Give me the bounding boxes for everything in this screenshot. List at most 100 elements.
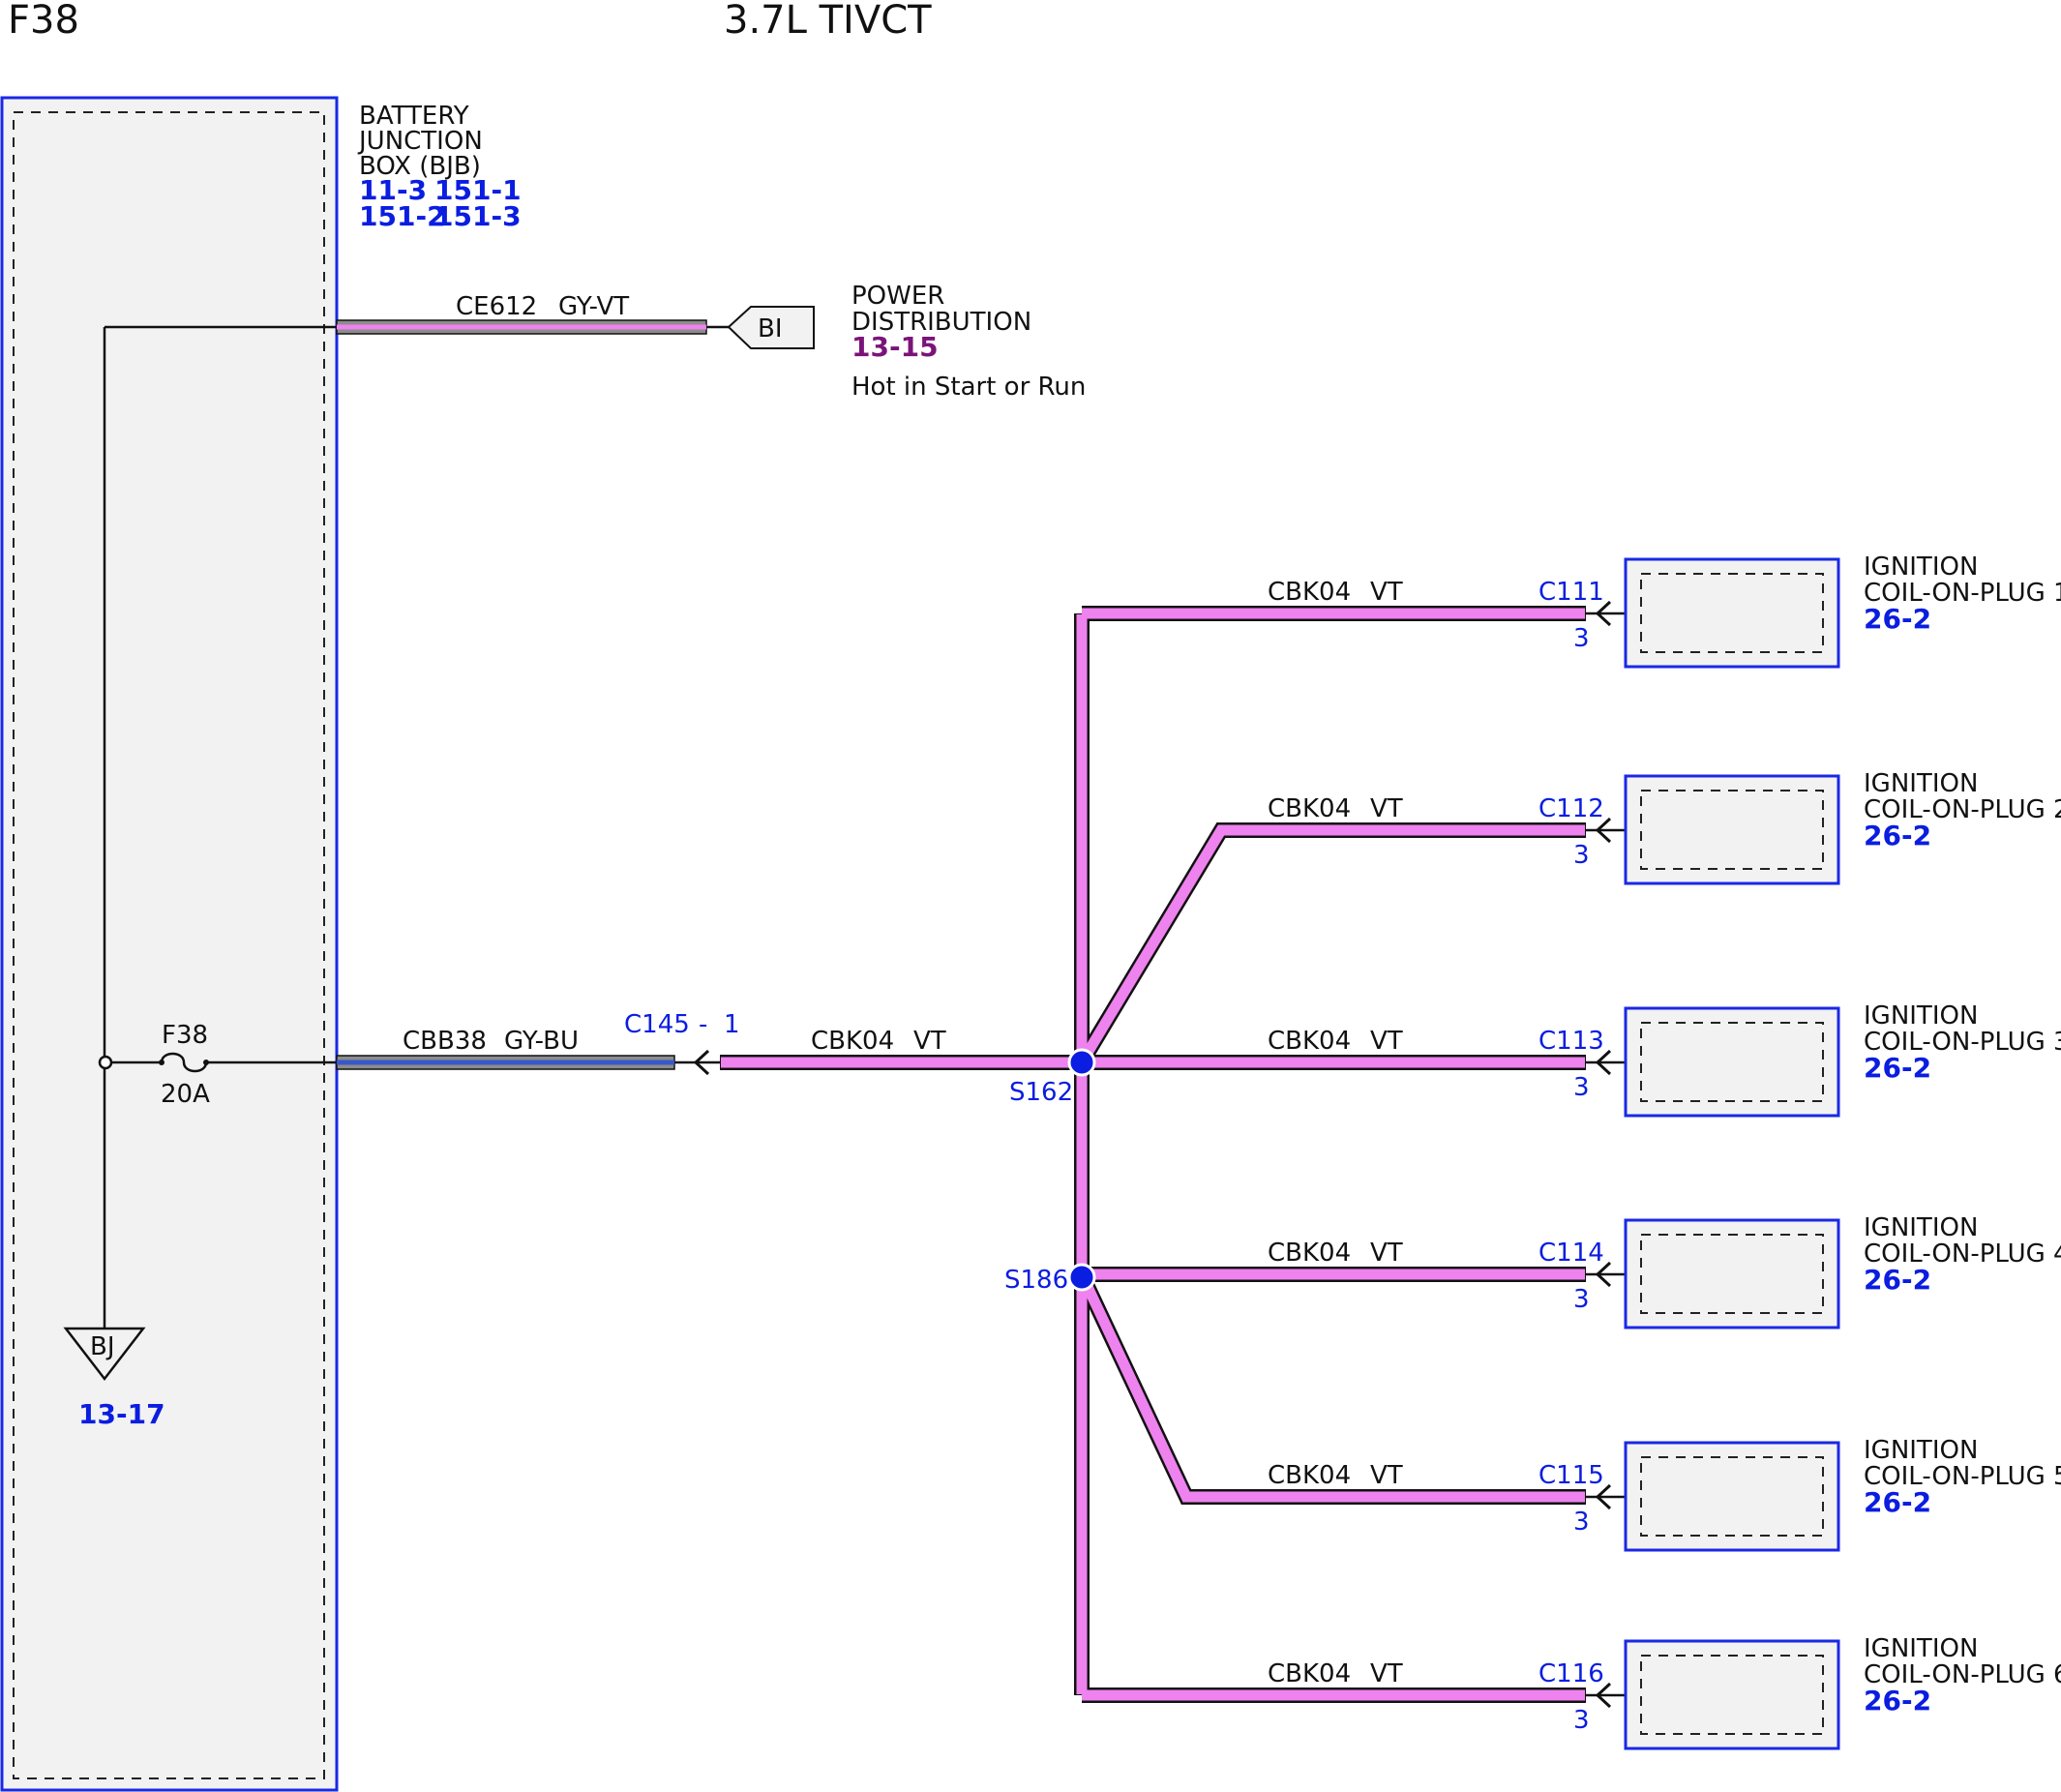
bj-reference-page[interactable]: 13-17: [78, 1398, 165, 1430]
page-code: F38: [8, 0, 79, 43]
coil-3-connector-symbol[interactable]: [1586, 1049, 1626, 1076]
coil-1-name-line-1: IGNITION: [1864, 553, 1978, 582]
bjb-ref-151-3[interactable]: 151-3: [434, 200, 522, 232]
coil-3-pin: 3: [1573, 1073, 1590, 1102]
coil-5-name-line-1: IGNITION: [1864, 1436, 1978, 1465]
bjb-ref-151-1[interactable]: 151-1: [434, 174, 522, 206]
violet-harness-fill: [721, 608, 1585, 1701]
coil-1-connector[interactable]: C111: [1538, 578, 1604, 607]
coil-6-wire-color: VT: [1370, 1659, 1403, 1688]
coil-2-name-line-1: IGNITION: [1864, 769, 1978, 798]
coil-branch-2: CBK04 VT C112 3 IGNITION COIL-ON-PLUG 2 …: [1268, 769, 2061, 885]
coil-4-name-line-2: COIL-ON-PLUG 4: [1864, 1239, 2061, 1269]
coil-4-ref[interactable]: 26-2: [1864, 1264, 1931, 1296]
wire-cbb38-circuit: CBB38: [403, 1027, 487, 1056]
bjb-ref-11-3[interactable]: 11-3: [359, 174, 427, 206]
coil-branch-1: CBK04 VT C111 3 IGNITION COIL-ON-PLUG 1 …: [1268, 553, 2061, 669]
coil-3-name-line-1: IGNITION: [1864, 1001, 1978, 1030]
coil-4-pin: 3: [1573, 1285, 1590, 1314]
wire-cbb38[interactable]: [336, 1055, 675, 1070]
coil-2-wire-circuit: CBK04: [1268, 794, 1351, 823]
coil-branch-6: CBK04 VT C116 3 IGNITION COIL-ON-PLUG 6 …: [1268, 1634, 2061, 1750]
bjb-internal-bus: [98, 325, 337, 1329]
splice-s162-label: S162: [1009, 1078, 1073, 1107]
coil-5-name-line-2: COIL-ON-PLUG 5: [1864, 1462, 2061, 1491]
coil-1-wire-color: VT: [1370, 578, 1403, 607]
coil-3-wire-circuit: CBK04: [1268, 1027, 1351, 1056]
coil-1-component[interactable]: [1624, 557, 1840, 669]
coil-4-name-line-1: IGNITION: [1864, 1213, 1978, 1242]
coil-6-connector[interactable]: C116: [1538, 1659, 1604, 1688]
coil-1-pin: 3: [1573, 624, 1590, 653]
coil-1-ref[interactable]: 26-2: [1864, 603, 1931, 635]
coil-6-connector-symbol[interactable]: [1586, 1682, 1626, 1709]
coil-5-connector[interactable]: C115: [1538, 1461, 1604, 1490]
splice-s162[interactable]: [1067, 1048, 1096, 1077]
bjb-ref-151-2[interactable]: 151-2: [359, 200, 446, 232]
coil-3-name-line-2: COIL-ON-PLUG 3: [1864, 1028, 2061, 1057]
wire-ce612-circuit: CE612: [456, 292, 537, 321]
bjb-name-line-3: BOX (BJB): [359, 152, 481, 181]
bjb-name-line-2: JUNCTION: [357, 127, 483, 156]
coil-3-ref[interactable]: 26-2: [1864, 1052, 1931, 1084]
coil-4-wire-circuit: CBK04: [1268, 1239, 1351, 1268]
connector-bi-label: BI: [758, 314, 783, 343]
power-dist-line-1: POWER: [851, 282, 944, 311]
wire-ce612-color: GY-VT: [558, 292, 629, 321]
engine-title: 3.7L TIVCT: [724, 0, 932, 43]
coil-5-wire-color: VT: [1370, 1461, 1403, 1490]
connector-c145-symbol[interactable]: [674, 1049, 720, 1076]
bjb-name-line-1: BATTERY: [359, 102, 469, 131]
coil-branch-5: CBK04 VT C115 3 IGNITION COIL-ON-PLUG 5 …: [1268, 1436, 2061, 1552]
coil-5-component[interactable]: [1624, 1441, 1840, 1552]
coil-5-ref[interactable]: 26-2: [1864, 1486, 1931, 1518]
coil-2-connector-symbol[interactable]: [1586, 817, 1626, 844]
splice-s186-label: S186: [1004, 1266, 1068, 1295]
coil-6-pin: 3: [1573, 1706, 1590, 1735]
wire-cbb38-color: GY-BU: [504, 1027, 579, 1056]
coil-2-wire-color: VT: [1370, 794, 1403, 823]
wire-ce612[interactable]: [336, 319, 729, 335]
coil-6-name-line-1: IGNITION: [1864, 1634, 1978, 1663]
connector-c145-pin: 1: [724, 1010, 740, 1039]
violet-harness[interactable]: [720, 606, 1586, 1703]
fuse-rating: 20A: [161, 1080, 210, 1109]
coil-4-connector-symbol[interactable]: [1586, 1261, 1626, 1288]
connector-bi[interactable]: [727, 306, 815, 349]
coil-branch-4: CBK04 VT C114 3 IGNITION COIL-ON-PLUG 4 …: [1268, 1213, 2061, 1329]
coil-3-connector[interactable]: C113: [1538, 1027, 1604, 1056]
coil-3-component[interactable]: [1624, 1006, 1840, 1118]
coil-2-ref[interactable]: 26-2: [1864, 820, 1931, 851]
coil-1-connector-symbol[interactable]: [1586, 600, 1626, 627]
coil-4-component[interactable]: [1624, 1218, 1840, 1329]
coil-2-name-line-2: COIL-ON-PLUG 2: [1864, 795, 2061, 824]
coil-6-name-line-2: COIL-ON-PLUG 6: [1864, 1660, 2061, 1689]
coil-6-ref[interactable]: 26-2: [1864, 1685, 1931, 1717]
coil-1-wire-circuit: CBK04: [1268, 578, 1351, 607]
coil-4-connector[interactable]: C114: [1538, 1239, 1604, 1268]
coil-2-connector[interactable]: C112: [1538, 794, 1604, 823]
coil-6-component[interactable]: [1624, 1639, 1840, 1750]
coil-5-pin: 3: [1573, 1508, 1590, 1537]
coil-branch-3: CBK04 VT C113 3 IGNITION COIL-ON-PLUG 3 …: [1268, 1001, 2061, 1118]
power-dist-ref[interactable]: 13-15: [851, 331, 939, 363]
fuse-f38-symbol[interactable]: [159, 1052, 209, 1073]
wire-cbk04-main-circuit: CBK04: [811, 1027, 894, 1056]
battery-junction-box[interactable]: [0, 96, 339, 1792]
coil-5-wire-circuit: CBK04: [1268, 1461, 1351, 1490]
bj-reference-symbol[interactable]: [63, 1327, 146, 1382]
coil-2-component[interactable]: [1624, 774, 1840, 885]
fuse-name: F38: [162, 1021, 208, 1050]
coil-4-wire-color: VT: [1370, 1239, 1403, 1268]
bj-reference-label: BJ: [90, 1332, 115, 1361]
wire-cbk04-main-color: VT: [913, 1027, 946, 1056]
splice-s186[interactable]: [1067, 1263, 1096, 1292]
coil-5-connector-symbol[interactable]: [1586, 1483, 1626, 1510]
power-dist-line-2: DISTRIBUTION: [851, 308, 1031, 337]
coil-3-wire-color: VT: [1370, 1027, 1403, 1056]
coil-1-name-line-2: COIL-ON-PLUG 1: [1864, 579, 2061, 608]
connector-c145-id: C145: [624, 1010, 690, 1039]
connector-c145-sep: -: [699, 1010, 707, 1039]
power-dist-note: Hot in Start or Run: [851, 373, 1086, 402]
